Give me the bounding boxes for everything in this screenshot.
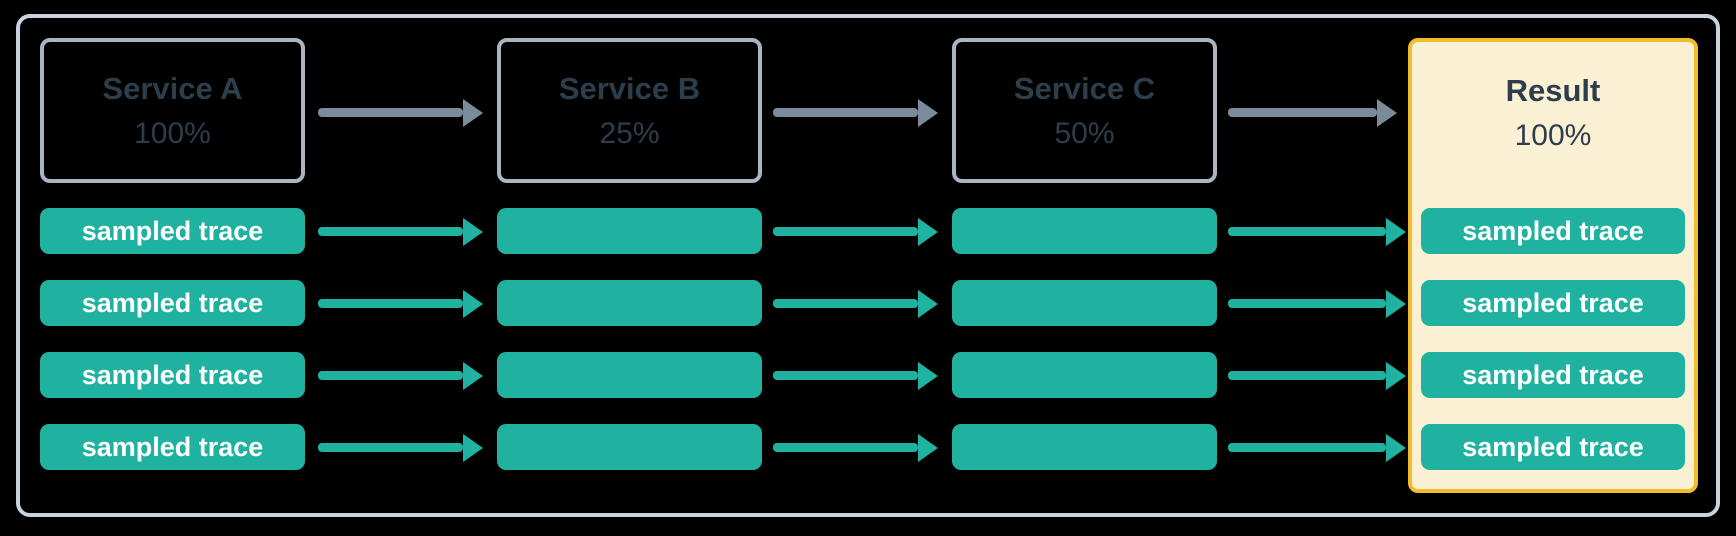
result-trace-box: sampled trace <box>1421 280 1685 326</box>
result-title: Result <box>1505 73 1601 108</box>
arrow-right-icon <box>773 299 918 308</box>
service-a-rate: 100% <box>134 116 211 150</box>
trace-box <box>952 424 1217 470</box>
service-b-rate: 25% <box>599 116 660 150</box>
trace-box <box>952 280 1217 326</box>
arrow-right-icon <box>773 371 918 380</box>
result-rate: 100% <box>1514 119 1592 152</box>
arrow-right-icon <box>318 299 463 308</box>
arrow-right-icon <box>1228 227 1386 236</box>
service-c-title: Service C <box>1013 70 1156 106</box>
arrow-right-icon <box>773 443 918 452</box>
trace-box: sampled trace <box>40 352 305 398</box>
arrow-right-icon <box>318 108 463 117</box>
result-panel: Result 100% sampled trace sampled trace … <box>1408 38 1698 493</box>
service-c-rate: 50% <box>1054 116 1115 150</box>
service-a-box: Service A 100% <box>40 38 305 183</box>
arrow-right-icon <box>318 227 463 236</box>
arrow-right-icon <box>1228 443 1386 452</box>
service-c-box: Service C 50% <box>952 38 1217 183</box>
trace-box: sampled trace <box>40 424 305 470</box>
trace-box: sampled trace <box>40 280 305 326</box>
arrow-right-icon <box>1228 108 1377 117</box>
trace-box <box>952 352 1217 398</box>
arrow-right-icon <box>773 227 918 236</box>
trace-box <box>497 352 762 398</box>
outer-frame <box>16 14 1720 517</box>
arrow-right-icon <box>773 108 918 117</box>
result-trace-box: sampled trace <box>1421 424 1685 470</box>
trace-box: sampled trace <box>40 208 305 254</box>
arrow-right-icon <box>1228 299 1386 308</box>
service-b-box: Service B 25% <box>497 38 762 183</box>
trace-box <box>497 208 762 254</box>
trace-box <box>952 208 1217 254</box>
service-a-title: Service A <box>102 70 243 106</box>
trace-box <box>497 424 762 470</box>
service-b-title: Service B <box>558 70 701 106</box>
result-trace-box: sampled trace <box>1421 352 1685 398</box>
result-trace-box: sampled trace <box>1421 208 1685 254</box>
arrow-right-icon <box>1228 371 1386 380</box>
arrow-right-icon <box>318 443 463 452</box>
arrow-right-icon <box>318 371 463 380</box>
trace-box <box>497 280 762 326</box>
